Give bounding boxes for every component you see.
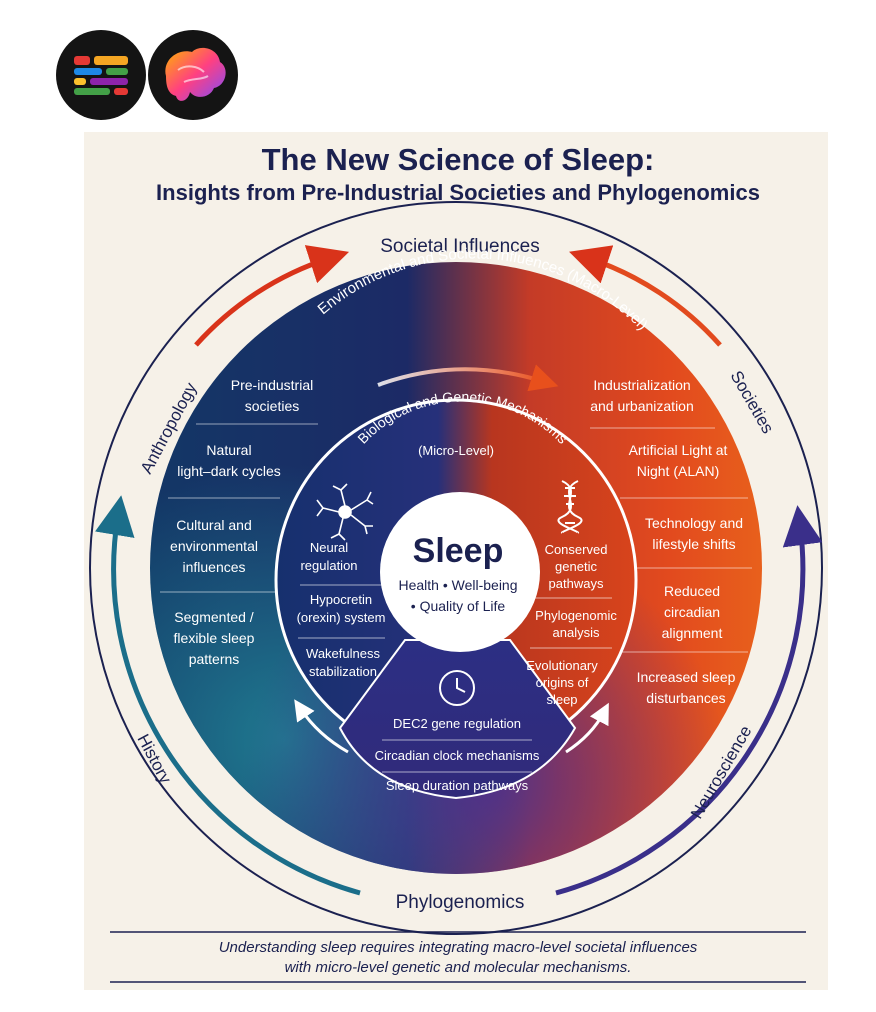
clock-icon	[439, 670, 475, 706]
footer-line-1: Understanding sleep requires integrating…	[219, 939, 698, 956]
arrow-left	[95, 495, 361, 896]
left-item-2-line-1: environmental	[170, 538, 258, 554]
neuron-icon	[316, 483, 374, 541]
left-item-3-line-2: patterns	[189, 651, 240, 667]
ring-label-top: Societal Influences	[380, 236, 540, 257]
inner-right-item-1-line-1: analysis	[553, 625, 600, 640]
right-item-0-line-1: and urbanization	[590, 398, 694, 414]
right-item-3-line-2: alignment	[662, 625, 723, 641]
right-item-3-line-1: circadian	[664, 604, 720, 620]
footer-line-2: with micro-level genetic and molecular m…	[285, 959, 632, 976]
inner-right-item-1-line-0: Phylogenomic	[535, 608, 617, 623]
right-column-dividers	[590, 427, 752, 653]
inner-left-item-0-line-0: Neural	[310, 540, 348, 555]
inner-arrow-left	[294, 699, 349, 754]
outer-ring	[89, 201, 823, 935]
left-item-2-line-2: influences	[182, 559, 245, 575]
center-circle	[380, 492, 540, 652]
arrow-top-left	[194, 245, 350, 347]
center-line-1: Health • Well-being	[398, 577, 517, 593]
inner-bottom-item-2: Sleep duration pathways	[386, 778, 529, 793]
right-item-4-line-1: disturbances	[646, 690, 725, 706]
left-item-0-line-1: societies	[245, 398, 299, 414]
inner-arrow-right	[565, 702, 609, 754]
arrow-right	[555, 505, 823, 896]
right-item-1-line-0: Artificial Light at	[629, 442, 728, 458]
dna-icon	[557, 480, 583, 534]
left-item-1-line-1: light–dark cycles	[177, 463, 281, 479]
right-item-3-line-0: Reduced	[664, 583, 720, 599]
left-item-2-line-0: Cultural and	[176, 517, 252, 533]
inner-bottom-item-1: Circadian clock mechanisms	[375, 748, 540, 763]
inner-left-item-0-line-1: regulation	[300, 558, 357, 573]
inner-right-item-2-line-1: origins of	[536, 675, 589, 690]
inner-right-item-2-line-2: sleep	[546, 692, 577, 707]
inner-right-item-0-line-1: genetic	[555, 559, 597, 574]
arrow-top-right	[569, 245, 722, 347]
left-item-1-line-0: Natural	[206, 442, 251, 458]
right-item-2-line-1: lifestyle shifts	[652, 536, 735, 552]
inner-right-item-0-line-0: Conserved	[545, 542, 608, 557]
right-item-4-line-0: Increased sleep	[637, 669, 736, 685]
brain-logo-icon	[165, 47, 226, 101]
center-title: Sleep	[413, 532, 504, 570]
micro-level-sublabel: (Micro-Level)	[418, 443, 494, 458]
left-column-dividers	[160, 423, 318, 593]
left-item-3-line-0: Segmented /	[174, 609, 253, 625]
inner-left-item-1-line-0: Hypocretin	[310, 592, 372, 607]
title-line-2: Insights from Pre-Industrial Societies a…	[156, 180, 760, 205]
app-logo-1	[56, 30, 146, 120]
left-item-0-line-0: Pre-industrial	[231, 377, 313, 393]
inner-left-item-2-line-0: Wakefulness	[306, 646, 380, 661]
ring-label-bottom: Phylogenomics	[396, 892, 525, 913]
app-logo-2	[148, 30, 238, 120]
title-line-1: The New Science of Sleep:	[262, 142, 655, 177]
center-line-2: • Quality of Life	[411, 598, 506, 614]
right-item-2-line-0: Technology and	[645, 515, 743, 531]
mechanisms-wedge	[338, 639, 577, 800]
left-item-3-line-1: flexible sleep	[174, 630, 255, 646]
inner-dividers	[298, 584, 612, 773]
right-item-1-line-1: Night (ALAN)	[637, 463, 719, 479]
right-column: Industrialization and urbanizationArtific…	[590, 377, 743, 706]
inner-right-item-0-line-2: pathways	[549, 576, 604, 591]
bars-logo-icon	[74, 56, 128, 95]
inner-left-item-2-line-1: stabilization	[309, 664, 377, 679]
right-item-0-line-0: Industrialization	[593, 377, 690, 393]
macro-flow-arrow	[377, 364, 559, 392]
inner-bottom-item-0: DEC2 gene regulation	[393, 716, 521, 731]
inner-left-item-1-line-1: (orexin) system	[297, 610, 386, 625]
inner-right-item-2-line-0: Evolutionary	[526, 658, 598, 673]
